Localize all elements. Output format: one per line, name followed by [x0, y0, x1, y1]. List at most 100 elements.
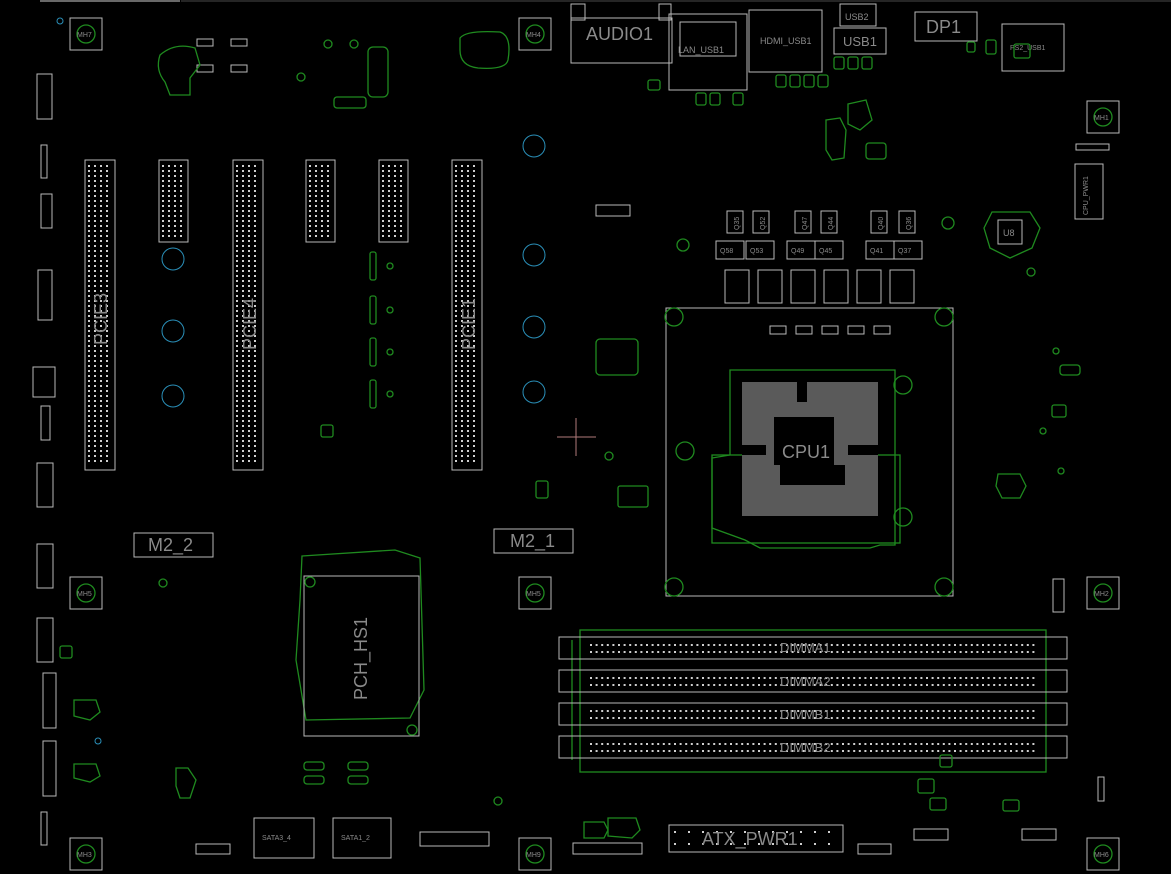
cpu-land-grid: [742, 382, 878, 516]
u8-label: U8: [1003, 228, 1015, 238]
mounting-hole-bottom-right: MH6: [1086, 837, 1120, 871]
dimm-silk: [571, 629, 1047, 773]
pcie3-label: PCIE3: [91, 293, 111, 345]
mounting-hole-mh7: MH7: [69, 17, 103, 51]
mh5-label: MH5: [526, 591, 541, 598]
dimm-a2-label: DIMMA2: [780, 674, 831, 689]
origin-crosshair-icon: [557, 418, 596, 456]
audio-label: AUDIO1: [586, 24, 653, 44]
q-bot-6: Q37: [898, 248, 911, 255]
pch-label: PCH_HS1: [351, 617, 372, 700]
mounting-hole-bottom-mid: MH9: [518, 837, 552, 871]
pcie1-label: PCIE1: [459, 298, 479, 350]
mh5a-label: MH5: [77, 591, 92, 598]
q-bot-4: Q45: [819, 248, 832, 255]
dimm-a2-pins: [590, 677, 1035, 686]
q-bot-5: Q41: [870, 248, 883, 255]
pcie-x1-a-pins: [162, 165, 182, 237]
via-rings: [158, 39, 1065, 806]
vrm-q-bottom: Q58 Q53 Q49 Q45 Q41 Q37: [715, 240, 923, 260]
u8-chip: U8: [983, 211, 1041, 259]
sata34-label: SATA3_4: [262, 835, 291, 842]
pcie-x1-slot-b[interactable]: [305, 159, 336, 243]
cpu-socket[interactable]: CPU1: [664, 307, 954, 597]
m2-1-label: M2_1: [510, 531, 555, 552]
atx-power-connector[interactable]: ATX_PWR1: [668, 824, 844, 853]
q-bot-3: Q49: [791, 248, 804, 255]
lan-usb-connector[interactable]: LAN_USB1: [668, 13, 748, 91]
dimm-b1-pins: [590, 710, 1035, 719]
mh9-label: MH9: [526, 852, 541, 859]
dimm-a1-pins: [590, 644, 1035, 653]
dimm-b2-label: DIMMB2: [780, 740, 831, 755]
pcie1-pins: [455, 165, 475, 462]
q-top-2: Q52: [760, 217, 767, 230]
pcie3-slot[interactable]: PCIE3: [84, 159, 116, 471]
cpu-power-connector[interactable]: CPU_PWR1: [1074, 163, 1104, 220]
pcie-x1-slot-c[interactable]: [378, 159, 409, 243]
vrm-caps-row: [769, 325, 891, 335]
dimm-b1-label: DIMMB1: [780, 707, 831, 722]
sata12-label: SATA1_2: [341, 835, 370, 842]
ps2-label: PS2_USB1: [1010, 45, 1046, 52]
hdmi-usb-connector[interactable]: HDMI_USB1: [748, 9, 823, 73]
mh1-label: MH1: [1094, 115, 1109, 122]
pcie4-pins: [236, 165, 256, 462]
q-top-3: Q47: [802, 217, 809, 230]
vrm-mosfets: [724, 269, 915, 304]
mh6-label: MH6: [1094, 852, 1109, 859]
ps2-usb-connector[interactable]: PS2_USB1: [1001, 23, 1065, 72]
lan-label: LAN_USB1: [678, 45, 724, 55]
dimm-a1-label: DIMMA1: [780, 640, 831, 655]
m2-2-label: M2_2: [148, 535, 193, 556]
m2-2-slot[interactable]: M2_2: [133, 532, 214, 558]
mounting-hole-bottom-left: MH3: [69, 837, 103, 871]
silkscreen-components: [59, 30, 1081, 839]
usb2-label: USB2: [845, 12, 869, 22]
pcie4-label: PCIE4: [240, 298, 260, 350]
atx-label: ATX_PWR1: [702, 829, 798, 850]
cpu-label: CPU1: [782, 442, 830, 462]
atx-pins: [674, 831, 830, 845]
q-bot-2: Q53: [750, 248, 763, 255]
dimm-b2-slot[interactable]: DIMMB2: [558, 735, 1068, 759]
vrm-q-top: Q35 Q52 Q47 Q44 Q40 Q36: [726, 210, 916, 234]
mounting-hole-mh4: MH4: [518, 17, 552, 51]
cpu-pwr-label: CPU_PWR1: [1083, 176, 1090, 215]
mh2-label: MH2: [1094, 591, 1109, 598]
mounting-hole-mh5: MH5: [518, 576, 552, 610]
q-top-1: Q35: [734, 217, 741, 230]
usb1-label: USB1: [843, 34, 877, 49]
mounting-hole-mh1: MH1: [1086, 100, 1120, 134]
pcie3-pins: [88, 165, 108, 462]
sata3-4-connector[interactable]: SATA3_4: [253, 817, 315, 859]
q-top-6: Q36: [906, 217, 913, 230]
dimm-a1-slot[interactable]: DIMMA1: [558, 636, 1068, 660]
q-top-4: Q44: [828, 217, 835, 230]
mh4-label: MH4: [526, 32, 541, 39]
misc-headers: [196, 38, 1110, 802]
audio-connector[interactable]: AUDIO1: [570, 3, 673, 64]
dimm-a2-slot[interactable]: DIMMA2: [558, 669, 1068, 693]
pch-heatsink: PCH_HS1: [295, 549, 425, 737]
mounting-hole-mh2: MH2: [1086, 576, 1120, 610]
pcie-x1-b-pins: [309, 165, 329, 237]
hdmi-label: HDMI_USB1: [760, 36, 812, 46]
usb-connectors[interactable]: USB2 USB1: [833, 3, 887, 55]
pcie-x1-c-pins: [382, 165, 402, 237]
mh7-label: MH7: [77, 32, 92, 39]
dimm-b2-pins: [590, 743, 1035, 752]
left-headers[interactable]: [32, 73, 57, 846]
bottom-headers[interactable]: [195, 828, 1057, 855]
pcie-x1-slot-a[interactable]: [158, 159, 189, 243]
displayport-connector[interactable]: DP1: [914, 11, 978, 42]
dimm-b1-slot[interactable]: DIMMB1: [558, 702, 1068, 726]
pcie1-slot[interactable]: PCIE1: [451, 159, 483, 471]
sata1-2-connector[interactable]: SATA1_2: [332, 817, 392, 859]
standoff-holes: [56, 17, 546, 745]
mh3-label: MH3: [77, 852, 92, 859]
mounting-hole-left: MH5: [69, 576, 103, 610]
pcie4-slot[interactable]: PCIE4: [232, 159, 264, 471]
m2-1-slot[interactable]: M2_1: [493, 528, 574, 554]
